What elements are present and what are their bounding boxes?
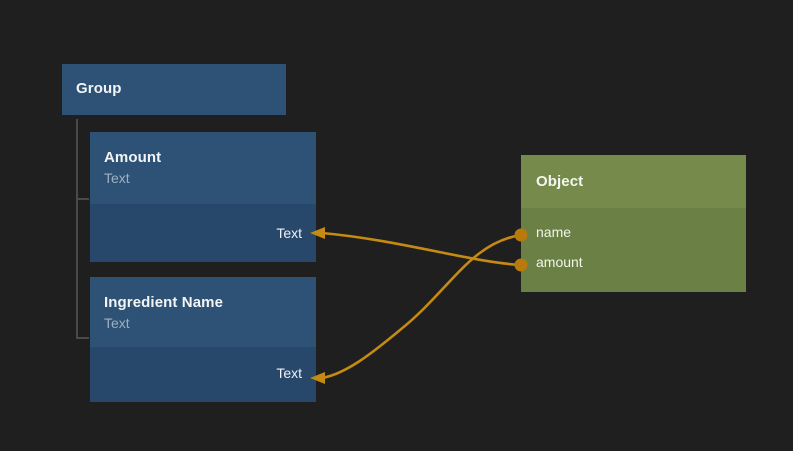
field-node-amount-title: Amount [104,149,162,166]
field-node-ingredient-name[interactable]: Ingredient Name Text Text [90,277,316,402]
field-node-amount-port-label[interactable]: Text [276,225,302,241]
group-tree-bracket [76,119,92,339]
tree-tick-amount [78,198,89,200]
field-node-amount-subtitle: Text [104,170,130,186]
field-node-amount-header: Amount Text [90,132,316,204]
field-node-ingredient-name-header: Ingredient Name Text [90,277,316,347]
object-node-title: Object [536,173,584,190]
field-node-ingredient-name-body[interactable]: Text [90,347,316,402]
group-node[interactable]: Group [62,64,286,115]
wire-name-to-ingredient-name-field[interactable] [321,233,522,380]
tree-tick-ingredient-name [78,337,89,339]
wire-amount-to-amount-field[interactable] [321,231,522,267]
field-node-ingredient-name-port-label[interactable]: Text [276,365,302,381]
tree-spine-line [76,119,78,339]
object-row-name[interactable]: name [536,224,572,240]
field-node-ingredient-name-subtitle: Text [104,315,130,331]
field-node-amount-body[interactable]: Text [90,204,316,262]
group-node-title: Group [76,80,122,97]
object-node-body: name amount [521,208,746,292]
field-node-amount[interactable]: Amount Text Text [90,132,316,262]
object-node[interactable]: Object name amount [521,155,746,292]
object-row-amount[interactable]: amount [536,254,583,270]
field-node-ingredient-name-title: Ingredient Name [104,294,224,311]
object-node-header: Object [521,155,746,208]
